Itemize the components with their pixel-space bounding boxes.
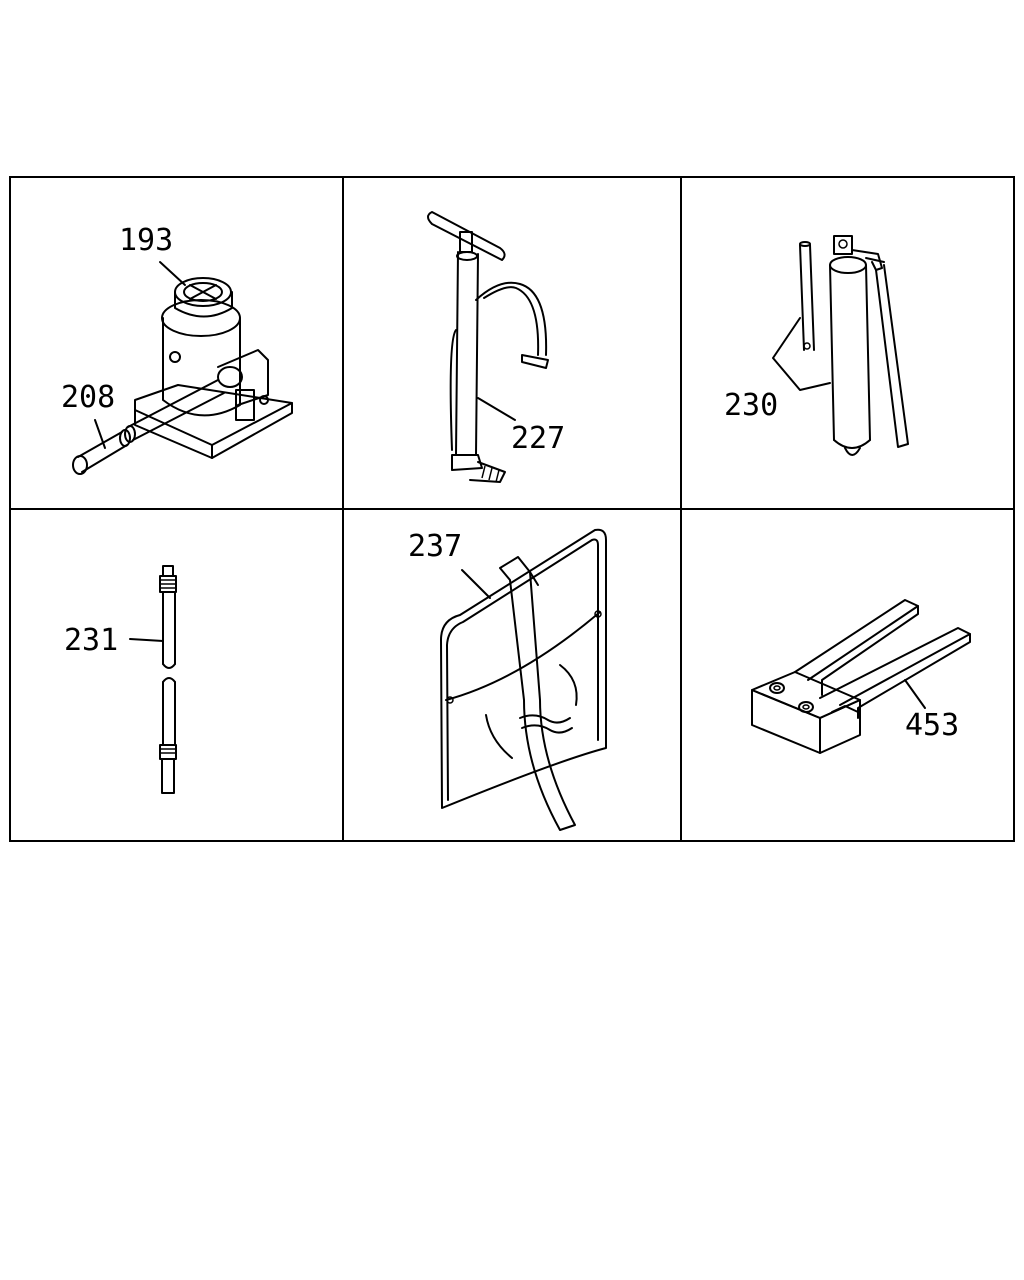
callout-453: 453 xyxy=(905,708,959,743)
grease-hose-drawing xyxy=(129,565,177,794)
tool-bag-drawing xyxy=(440,528,607,831)
callout-193: 193 xyxy=(119,223,173,258)
callout-208: 208 xyxy=(61,380,115,415)
floor-pump-drawing xyxy=(427,211,549,483)
fork-tool-drawing xyxy=(751,599,971,754)
grid-frame xyxy=(9,176,1015,842)
callout-231: 231 xyxy=(64,623,118,658)
callout-230: 230 xyxy=(724,388,778,423)
callout-227: 227 xyxy=(511,421,565,456)
bottle-jack-drawing xyxy=(72,261,293,475)
grease-gun-drawing xyxy=(772,235,909,456)
callout-237: 237 xyxy=(408,529,462,564)
